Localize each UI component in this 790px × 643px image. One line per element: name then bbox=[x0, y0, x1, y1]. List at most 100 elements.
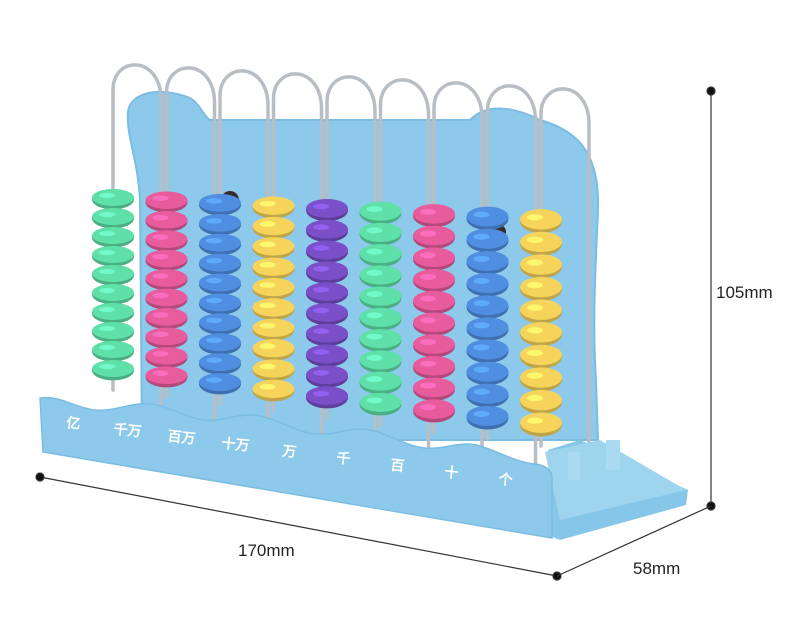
abacus-bead[interactable] bbox=[413, 247, 455, 271]
abacus-bead[interactable] bbox=[306, 199, 348, 222]
base-post-right bbox=[606, 440, 620, 470]
abacus-bead[interactable] bbox=[413, 377, 455, 401]
abacus-bead[interactable] bbox=[252, 379, 295, 402]
abacus-bead[interactable] bbox=[252, 216, 295, 239]
abacus-bead[interactable] bbox=[466, 317, 509, 341]
abacus-bead[interactable] bbox=[252, 298, 295, 321]
abacus-bead[interactable] bbox=[359, 244, 402, 267]
abacus-bead[interactable] bbox=[466, 228, 509, 253]
abacus-bead[interactable] bbox=[520, 231, 562, 256]
abacus-bead[interactable] bbox=[413, 312, 455, 336]
abacus-bead[interactable] bbox=[199, 213, 241, 236]
abacus-bead[interactable] bbox=[252, 237, 295, 259]
abacus-bead[interactable] bbox=[145, 308, 188, 330]
place-value-label: 十 bbox=[444, 464, 460, 482]
abacus-bead[interactable] bbox=[199, 373, 241, 395]
abacus-bead[interactable] bbox=[413, 399, 455, 423]
abacus-bead[interactable] bbox=[520, 412, 562, 437]
abacus-bead[interactable] bbox=[92, 207, 134, 229]
abacus-rod-wire bbox=[432, 81, 484, 474]
abacus-bead[interactable] bbox=[145, 347, 188, 368]
abacus-bead[interactable] bbox=[413, 225, 455, 249]
abacus-bead[interactable] bbox=[359, 392, 402, 416]
abacus-bead[interactable] bbox=[466, 405, 509, 430]
abacus-bead[interactable] bbox=[306, 282, 348, 305]
height-dimension-label: 105mm bbox=[716, 283, 773, 302]
abacus-bead[interactable] bbox=[413, 290, 455, 314]
abacus-bead[interactable] bbox=[306, 240, 348, 263]
abacus-bead[interactable] bbox=[252, 277, 295, 300]
abacus-bead[interactable] bbox=[252, 338, 295, 361]
abacus-bead[interactable] bbox=[199, 293, 241, 315]
abacus-bead[interactable] bbox=[466, 273, 509, 297]
abacus-bead[interactable] bbox=[520, 299, 562, 324]
abacus-bead[interactable] bbox=[199, 313, 241, 335]
abacus-bead[interactable] bbox=[413, 334, 455, 358]
abacus-bead[interactable] bbox=[306, 365, 348, 388]
abacus-bead[interactable] bbox=[359, 329, 402, 352]
abacus-bead[interactable] bbox=[520, 276, 562, 301]
abacus-bead[interactable] bbox=[466, 250, 509, 275]
abacus-bead[interactable] bbox=[145, 191, 188, 213]
abacus-bead[interactable] bbox=[359, 371, 402, 395]
abacus-rod-wire bbox=[164, 66, 217, 439]
abacus-bead[interactable] bbox=[359, 350, 402, 373]
abacus-bead[interactable] bbox=[92, 321, 134, 343]
abacus-bead[interactable] bbox=[466, 339, 509, 363]
abacus-bead[interactable] bbox=[92, 359, 134, 381]
abacus-bead[interactable] bbox=[252, 318, 295, 341]
abacus-bead[interactable] bbox=[92, 188, 134, 210]
abacus-bead[interactable] bbox=[466, 383, 509, 408]
abacus-bead[interactable] bbox=[199, 333, 241, 355]
abacus-bead[interactable] bbox=[359, 265, 402, 288]
abacus-bead[interactable] bbox=[92, 283, 134, 305]
abacus-bead[interactable] bbox=[520, 322, 562, 347]
abacus-bead[interactable] bbox=[359, 307, 402, 331]
abacus-bead[interactable] bbox=[359, 201, 402, 225]
abacus-bead[interactable] bbox=[466, 361, 509, 386]
abacus-bead[interactable] bbox=[92, 340, 134, 362]
abacus-bead[interactable] bbox=[306, 219, 348, 243]
abacus-bead[interactable] bbox=[466, 206, 509, 231]
abacus-bead[interactable] bbox=[92, 264, 134, 286]
abacus-bead[interactable] bbox=[252, 257, 295, 280]
abacus-bead[interactable] bbox=[199, 193, 241, 216]
abacus-bead[interactable] bbox=[92, 302, 134, 324]
abacus-bead[interactable] bbox=[145, 288, 188, 310]
abacus-bead[interactable] bbox=[306, 303, 348, 326]
abacus-bead[interactable] bbox=[145, 366, 188, 388]
abacus-bead[interactable] bbox=[145, 327, 188, 349]
abacus-bead[interactable] bbox=[520, 254, 562, 279]
abacus-bead[interactable] bbox=[520, 389, 562, 414]
abacus-bead[interactable] bbox=[199, 233, 241, 256]
abacus-bead[interactable] bbox=[145, 210, 188, 232]
abacus-bead[interactable] bbox=[145, 249, 188, 271]
abacus-base-top bbox=[545, 440, 686, 520]
abacus-bead[interactable] bbox=[520, 209, 562, 234]
abacus-bead[interactable] bbox=[520, 344, 562, 369]
abacus-bead[interactable] bbox=[413, 269, 455, 293]
abacus-bead[interactable] bbox=[199, 353, 241, 375]
abacus-bead[interactable] bbox=[252, 359, 295, 382]
abacus-bead[interactable] bbox=[199, 273, 241, 295]
abacus-bead[interactable] bbox=[413, 204, 455, 228]
abacus-bead[interactable] bbox=[306, 344, 348, 367]
abacus-bead[interactable] bbox=[199, 253, 241, 275]
abacus-bead[interactable] bbox=[145, 269, 188, 291]
abacus-bead[interactable] bbox=[92, 226, 134, 248]
abacus-bead[interactable] bbox=[520, 367, 562, 392]
abacus-bead[interactable] bbox=[466, 295, 509, 319]
abacus-bead[interactable] bbox=[252, 196, 295, 219]
abacus-bead[interactable] bbox=[306, 386, 348, 409]
abacus-bead[interactable] bbox=[92, 245, 134, 267]
width-dimension-label: 170mm bbox=[238, 541, 295, 560]
place-value-label: 百 bbox=[390, 458, 406, 475]
abacus-bead[interactable] bbox=[306, 323, 348, 347]
abacus-bead[interactable] bbox=[145, 230, 188, 252]
abacus-bead[interactable] bbox=[413, 355, 455, 380]
abacus-bead[interactable] bbox=[359, 286, 402, 310]
place-value-label: 千万 bbox=[113, 421, 143, 441]
abacus-bead[interactable] bbox=[306, 261, 348, 284]
dimension-lines bbox=[35, 86, 716, 581]
abacus-bead[interactable] bbox=[359, 222, 402, 246]
